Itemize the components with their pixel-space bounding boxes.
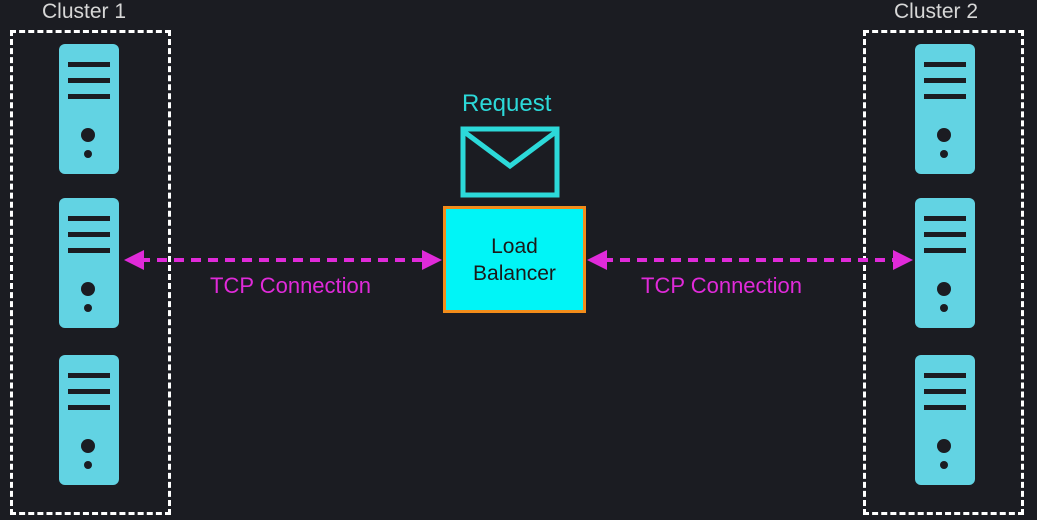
- load-balancer-label-line2: Balancer: [473, 261, 556, 285]
- envelope-icon: [460, 126, 560, 198]
- cluster-1-label: Cluster 1: [42, 0, 127, 23]
- request-label: Request: [462, 90, 552, 117]
- load-balancer-label-line1: Load: [491, 234, 538, 258]
- server-icon: [59, 44, 119, 174]
- server-icon: [915, 198, 975, 328]
- tcp-connection-right-arrow: [587, 250, 913, 270]
- server-icon: [915, 44, 975, 174]
- server-icon: [915, 355, 975, 485]
- load-balancer: Load Balancer: [443, 206, 586, 313]
- cluster-2-label: Cluster 2: [894, 0, 979, 23]
- server-icon: [59, 198, 119, 328]
- tcp-connection-right-label: TCP Connection: [641, 273, 803, 298]
- tcp-connection-left-label: TCP Connection: [210, 273, 372, 298]
- server-icon: [59, 355, 119, 485]
- cluster-1-box: [10, 30, 171, 515]
- cluster-2-box: [863, 30, 1024, 515]
- tcp-connection-left-arrow: [124, 250, 442, 270]
